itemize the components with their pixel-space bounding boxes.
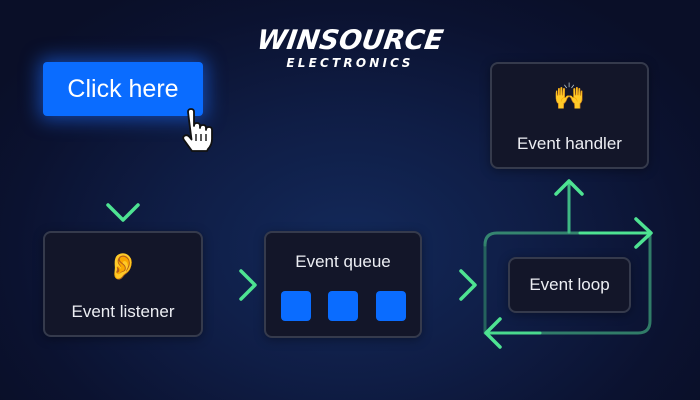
event-listener-node: 👂 Event listener [43, 231, 203, 337]
pointer-hand-icon [182, 108, 213, 152]
arrow-button-to-listener [106, 126, 140, 222]
logo-tagline: ELECTRONICS [286, 56, 414, 70]
event-loop-cycle [483, 217, 653, 349]
event-loop-label: Event loop [529, 275, 610, 294]
event-handler-label: Event handler [517, 134, 622, 153]
event-queue-label: Event queue [295, 252, 391, 271]
arrow-listener-to-queue [202, 269, 257, 301]
event-listener-label: Event listener [71, 302, 175, 321]
logo-brand: WINSOURCE [254, 25, 446, 56]
event-handler-node: 🙌 Event handler [490, 62, 649, 169]
event-loop-node: Event loop [508, 257, 631, 313]
queue-item [376, 291, 406, 321]
arrow-loop-to-handler [554, 179, 584, 234]
raised-hands-icon: 🙌 [553, 81, 586, 111]
arrow-queue-to-loop [422, 269, 477, 301]
event-queue-node: Event queue [264, 231, 422, 338]
queue-item [281, 291, 311, 321]
winsource-logo: WINSOURCE ELECTRONICS [230, 25, 470, 70]
ear-icon: 👂 [106, 251, 140, 281]
click-here-button[interactable]: Click here [43, 62, 203, 116]
queue-item [328, 291, 358, 321]
